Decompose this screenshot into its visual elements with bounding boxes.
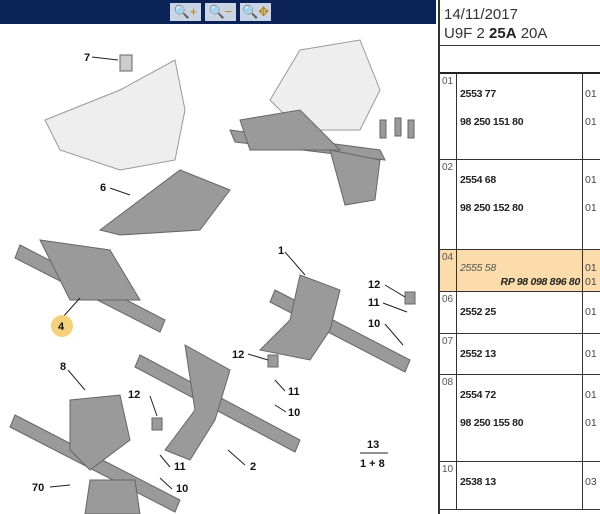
- header-divider: [440, 45, 600, 46]
- part-quantity: 01: [585, 348, 597, 360]
- callout-11[interactable]: 11: [174, 461, 186, 473]
- column-divider: [582, 250, 583, 291]
- callout-7[interactable]: 7: [84, 52, 90, 64]
- date-label: 14/11/2017: [444, 6, 518, 23]
- column-divider: [582, 74, 583, 159]
- callout-11[interactable]: 11: [288, 386, 300, 398]
- row-index: 04: [442, 252, 454, 263]
- part-reference[interactable]: 2552 13: [460, 348, 496, 360]
- part-quantity: 01: [585, 262, 597, 274]
- row-index: 06: [442, 294, 454, 305]
- note-13: 13: [367, 439, 379, 451]
- callout-2[interactable]: 2: [250, 461, 256, 473]
- part-reference[interactable]: 2553 77: [460, 88, 496, 100]
- magnifier-plus-icon: 🔍+: [173, 4, 198, 19]
- parts-table: 01 2553 77 01 98 250 151 80 01 02 2554 68 01 98 …: [440, 72, 600, 510]
- part-quantity: 01: [585, 202, 597, 214]
- row-index: 02: [442, 162, 454, 173]
- row-index: 08: [442, 377, 454, 388]
- callout-12[interactable]: 12: [368, 279, 380, 291]
- column-divider: [582, 160, 583, 249]
- zoom-in-button[interactable]: 🔍+: [170, 3, 201, 21]
- part-quantity: 01: [585, 389, 597, 401]
- magnifier-move-icon: 🔍✥: [241, 4, 270, 19]
- part-quantity: 03: [585, 476, 597, 488]
- part-quantity: 01: [585, 116, 597, 128]
- callout-10[interactable]: 10: [176, 483, 188, 495]
- column-divider: [456, 375, 457, 461]
- parts-row[interactable]: 04 2555 58 01 RP 98 098 896 80 01: [440, 250, 600, 292]
- part-reference[interactable]: 98 250 155 80: [460, 417, 524, 429]
- part-reference[interactable]: 98 250 152 80: [460, 202, 524, 214]
- model-label: U9F 2 25A 20A: [444, 25, 547, 42]
- part-quantity: 01: [585, 174, 597, 186]
- column-divider: [456, 250, 457, 291]
- panel-divider: [438, 0, 440, 514]
- callout-11[interactable]: 11: [368, 297, 380, 309]
- part-reference[interactable]: 98 250 151 80: [460, 116, 524, 128]
- column-divider: [456, 160, 457, 249]
- callout-12[interactable]: 12: [232, 349, 244, 361]
- model-prefix: U9F 2: [444, 25, 490, 42]
- part-quantity: 01: [585, 88, 597, 100]
- column-divider: [582, 462, 583, 509]
- column-divider: [456, 334, 457, 374]
- column-divider: [456, 462, 457, 509]
- parts-row[interactable]: 06 2552 25 01: [440, 292, 600, 334]
- row-index: 10: [442, 464, 454, 475]
- callout-6[interactable]: 6: [100, 182, 106, 194]
- callout-10[interactable]: 10: [368, 318, 380, 330]
- callout-1[interactable]: 1: [278, 245, 284, 257]
- column-divider: [456, 292, 457, 333]
- callout-8[interactable]: 8: [60, 361, 66, 373]
- exploded-parts-diagram[interactable]: 7 6 4 1 12 11 10 8 12 11 10 2 12 11 10 7…: [0, 26, 436, 514]
- part-reference[interactable]: 2554 72: [460, 389, 496, 401]
- callout-12[interactable]: 12: [128, 389, 140, 401]
- model-bold: 25A: [489, 25, 517, 42]
- column-divider: [582, 375, 583, 461]
- parts-row[interactable]: 08 2554 72 01 98 250 155 80 01: [440, 375, 600, 462]
- part-quantity: 01: [585, 306, 597, 318]
- parts-row[interactable]: 07 2552 13 01: [440, 334, 600, 375]
- part-reference[interactable]: 2554 68: [460, 174, 496, 186]
- part-reference[interactable]: 2552 25: [460, 306, 496, 318]
- toolbar: 🔍+ 🔍− 🔍✥: [0, 0, 436, 24]
- column-divider: [456, 74, 457, 159]
- row-index: 07: [442, 336, 454, 347]
- part-reference[interactable]: RP 98 098 896 80: [500, 276, 581, 288]
- part-quantity: 01: [585, 276, 597, 288]
- model-suffix: 20A: [516, 25, 548, 42]
- part-quantity: 01: [585, 417, 597, 429]
- callout-10[interactable]: 10: [288, 407, 300, 419]
- parts-row[interactable]: 01 2553 77 01 98 250 151 80 01: [440, 74, 600, 160]
- parts-row[interactable]: 10 2538 13 03: [440, 462, 600, 510]
- column-divider: [582, 292, 583, 333]
- zoom-out-button[interactable]: 🔍−: [205, 3, 236, 21]
- note-1-plus-8: 1 + 8: [360, 458, 385, 470]
- parts-row[interactable]: 02 2554 68 01 98 250 152 80 01: [440, 160, 600, 250]
- callout-4[interactable]: 4: [58, 321, 65, 333]
- magnifier-minus-icon: 🔍−: [208, 4, 233, 19]
- highlight-callout-circle: [51, 315, 73, 337]
- column-divider: [582, 334, 583, 374]
- part-reference[interactable]: 2555 58: [460, 262, 496, 274]
- part-reference[interactable]: 2538 13: [460, 476, 496, 488]
- zoom-pan-button[interactable]: 🔍✥: [240, 3, 271, 21]
- row-index: 01: [442, 76, 454, 87]
- callout-70[interactable]: 70: [32, 482, 44, 494]
